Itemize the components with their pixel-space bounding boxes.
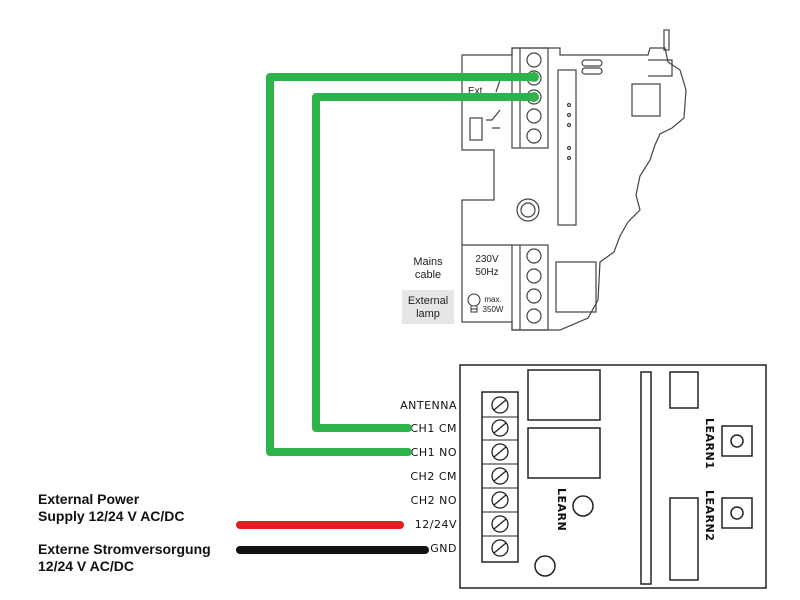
wire-end-dot xyxy=(529,72,539,82)
control-board-outline xyxy=(461,47,687,331)
motor-control-unit xyxy=(461,29,687,331)
terminal-screw xyxy=(526,52,542,68)
green-wire-ch1-cm xyxy=(312,93,538,432)
power-label-en-1: External Power xyxy=(38,491,140,507)
external-lamp-label-1: External xyxy=(408,295,448,307)
terminal-screw xyxy=(526,288,542,304)
external-lamp-label-2: lamp xyxy=(416,308,440,320)
learn1-label: LEARN1 xyxy=(703,418,716,469)
terminal-label-ch2-no: CH2 NO xyxy=(411,494,457,507)
learn-led xyxy=(572,495,594,517)
learn2-button[interactable] xyxy=(721,497,753,529)
receiver-led xyxy=(534,555,556,577)
lamp-max-label-1: max. xyxy=(484,295,501,304)
terminal-screw xyxy=(526,108,542,124)
receiver-outline xyxy=(459,364,767,589)
lightbulb-icon xyxy=(467,293,481,313)
board-round-button xyxy=(516,198,540,222)
receiver-screws xyxy=(491,396,509,557)
terminal-screw-power xyxy=(491,515,509,533)
learn-label: LEARN xyxy=(555,488,568,531)
terminal-label-antenna: ANTENNA xyxy=(400,399,457,412)
terminal-screw xyxy=(526,268,542,284)
green-wire-ch1-no xyxy=(266,73,538,456)
external-lamp-badge xyxy=(402,290,454,324)
receiver-board xyxy=(459,364,767,589)
receiver-chip xyxy=(669,371,699,409)
board-relay xyxy=(631,83,661,117)
learn2-label: LEARN2 xyxy=(703,490,716,541)
power-label-en-2: Supply 12/24 V AC/DC xyxy=(38,508,185,524)
terminal-screw-ch1-cm xyxy=(491,419,509,437)
receiver-strip xyxy=(640,371,652,585)
terminal-label-power: 12/24V xyxy=(415,518,457,531)
board-connector xyxy=(648,59,673,77)
power-label-de-1: Externe Stromversorgung xyxy=(38,541,211,557)
voltage-label-2: 50Hz xyxy=(475,267,498,278)
board-strip xyxy=(557,69,577,226)
board-component xyxy=(555,261,597,313)
terminal-screw xyxy=(526,248,542,264)
terminal-label-ch1-no: CH1 NO xyxy=(411,446,457,459)
receiver-component xyxy=(669,497,699,581)
mains-cable-label-1: Mains xyxy=(413,256,443,268)
terminal-screw-antenna xyxy=(491,396,509,414)
wire-end-dot xyxy=(529,92,539,102)
relay-1 xyxy=(527,369,601,421)
terminal-label-gnd: GND xyxy=(430,542,457,555)
terminal-screw xyxy=(526,128,542,144)
receiver-terminal-block xyxy=(481,391,519,563)
terminal-label-ch2-cm: CH2 CM xyxy=(410,470,457,483)
relay-2 xyxy=(527,427,601,479)
terminal-screw xyxy=(526,308,542,324)
power-label-de-2: 12/24 V AC/DC xyxy=(38,558,134,574)
mains-terminal-block xyxy=(511,244,549,331)
terminal-separators xyxy=(482,416,518,537)
terminal-screw-ch2-no xyxy=(491,491,509,509)
lamp-max-label-2: 350W xyxy=(483,305,504,314)
terminal-screw-ch1-no xyxy=(491,443,509,461)
relay-symbol xyxy=(469,117,483,141)
mains-cable-label-2: cable xyxy=(415,269,441,281)
board-pin xyxy=(663,29,670,51)
learn1-button[interactable] xyxy=(721,425,753,457)
terminal-screw-ch2-cm xyxy=(491,467,509,485)
voltage-label-1: 230V xyxy=(475,254,499,265)
ext-label: Ext. xyxy=(468,86,485,97)
terminal-screw-gnd xyxy=(491,539,509,557)
terminal-label-ch1-cm: CH1 CM xyxy=(410,422,457,435)
